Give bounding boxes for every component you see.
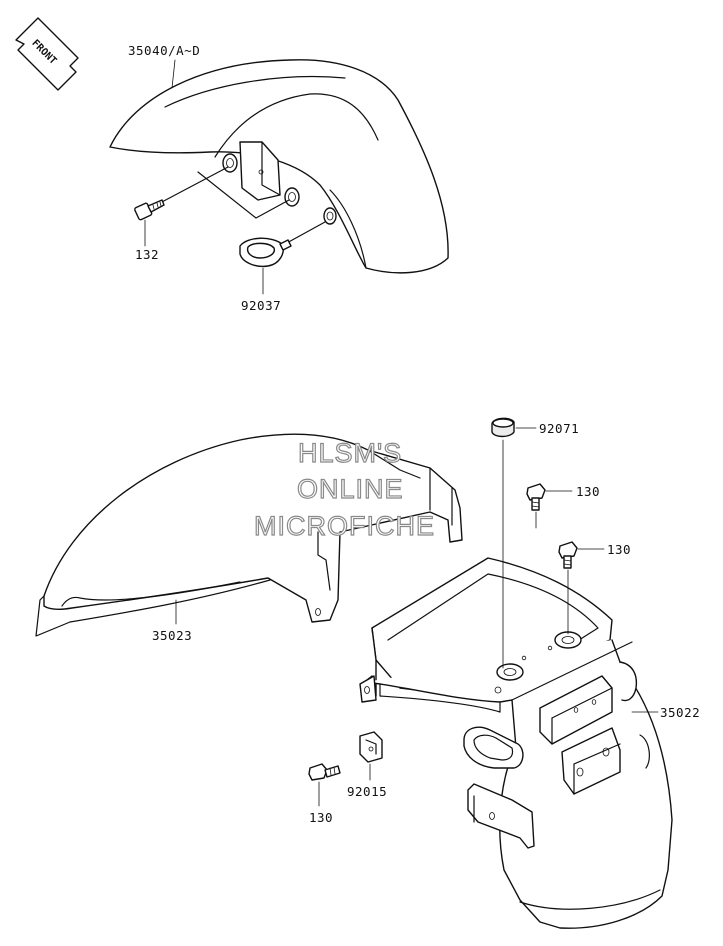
label-35040: 35040/A~D: [128, 43, 200, 58]
front-fender-drawing: [109, 59, 449, 274]
label-92037: 92037: [241, 298, 281, 313]
bolt-130-upper-2-icon: [558, 541, 578, 569]
label-130-lower: 130: [309, 810, 333, 825]
rear-inner-fender-drawing: [35, 433, 463, 637]
watermark-line2: ONLINE: [297, 474, 404, 504]
bolt-130-upper-1-icon: [526, 483, 546, 511]
label-92015: 92015: [347, 784, 387, 799]
label-35023: 35023: [152, 628, 192, 643]
clip-nut-92015-icon: [359, 731, 383, 763]
bolt-130-lower-icon: [308, 763, 341, 781]
watermark-line1: HLSM'S: [298, 438, 402, 468]
bolt-132-icon: [134, 199, 165, 221]
label-92071: 92071: [539, 421, 579, 436]
front-arrow-icon: FRONT: [15, 17, 79, 91]
label-130-upper-1: 130: [576, 484, 600, 499]
cap-92071-icon: [491, 417, 515, 438]
watermark: HLSM'S ONLINE MICROFICHE: [253, 437, 435, 541]
label-35022: 35022: [660, 705, 700, 720]
watermark-line3: MICROFICHE: [254, 511, 435, 541]
grommet-92037-icon: [239, 237, 292, 268]
label-132: 132: [135, 247, 159, 262]
rear-fender-drawing: [359, 557, 673, 929]
label-130-upper-2: 130: [607, 542, 631, 557]
